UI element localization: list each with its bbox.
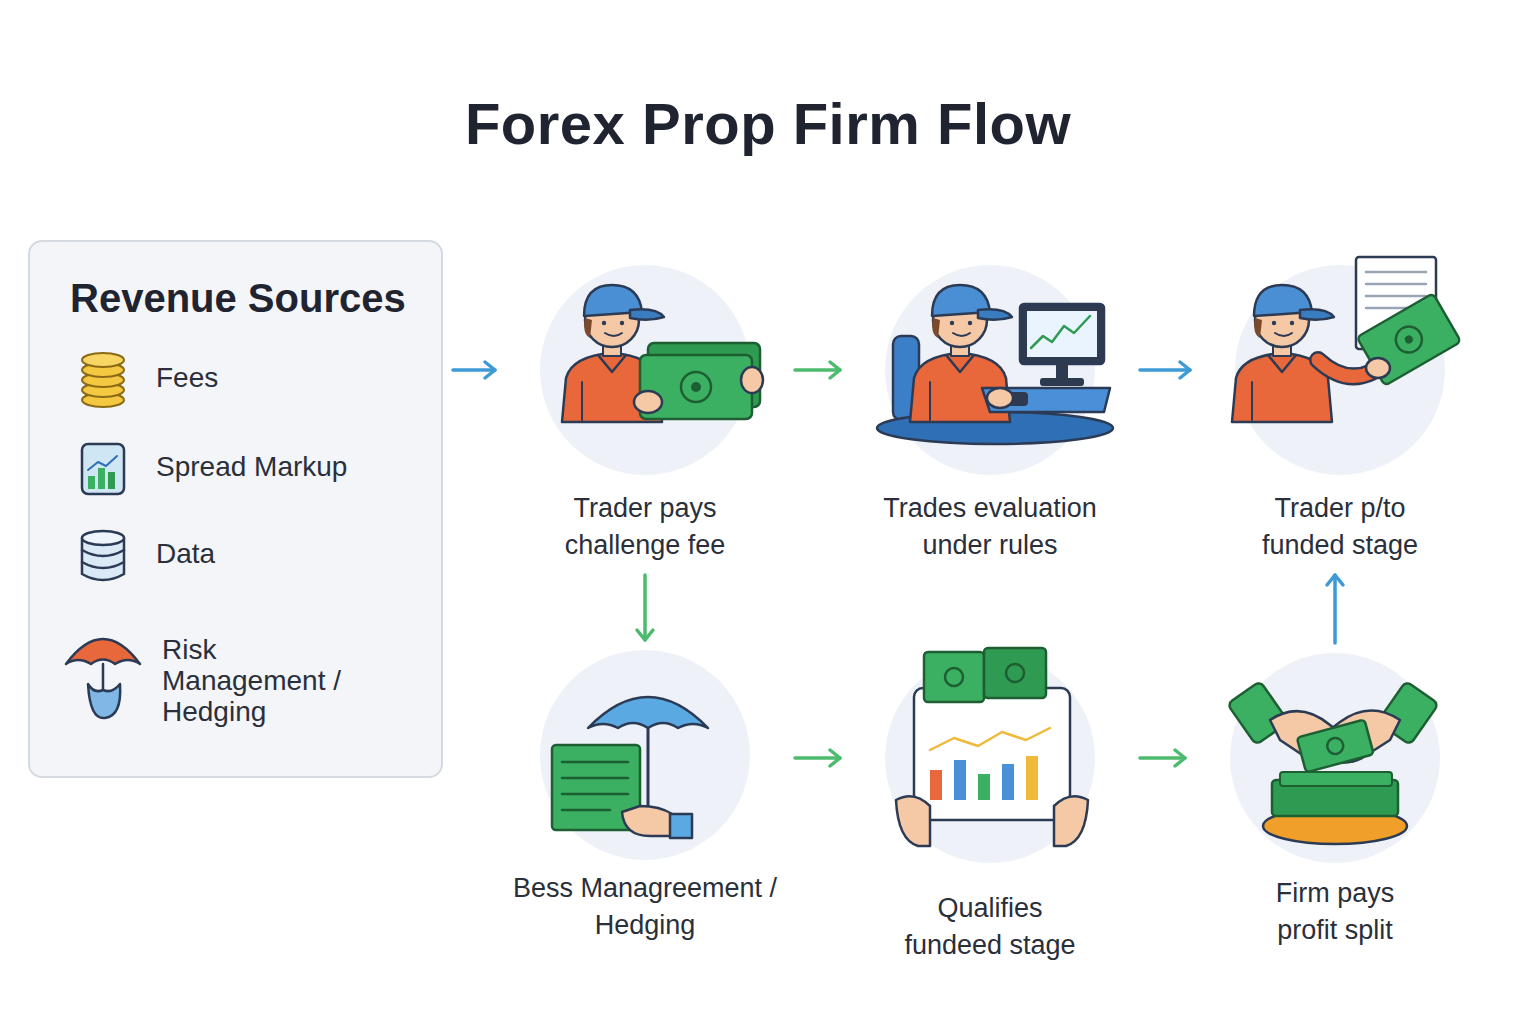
step-label: Bess Managreement / Hedging <box>505 870 785 944</box>
legend-text: Spread Markup <box>156 451 416 482</box>
panel-heading: Revenue Sources <box>70 274 440 322</box>
umbrella-icon <box>66 639 140 718</box>
step-node: Trader pays challenge fee <box>505 265 785 565</box>
flow-arrow <box>643 575 647 640</box>
trader-paying-illustration <box>562 285 763 422</box>
step-node: Bess Managreement / Hedging <box>505 650 785 950</box>
step-label: Trades evaluation under rules <box>865 490 1115 564</box>
step-label-group: Trades evaluation under rules <box>865 490 1115 564</box>
database-icon <box>82 531 124 580</box>
step-node: Firm pays profit split <box>1195 653 1475 953</box>
legend-text: Risk Management / Hedging <box>162 634 384 727</box>
handshake-money-illustration <box>1227 681 1438 844</box>
flow-arrow <box>1333 575 1337 643</box>
trader-desk-illustration <box>877 285 1113 444</box>
step-label: Firm pays profit split <box>1250 875 1420 949</box>
step-circle-shape <box>1235 265 1445 475</box>
step-label-group: Bess Managreement / Hedging <box>505 870 785 944</box>
step-label-group: Qualifies fundeed stage <box>895 890 1085 964</box>
legend-text: Data <box>156 538 416 569</box>
step-circle-shape <box>540 650 750 860</box>
step-label-group: Firm pays profit split <box>1250 875 1420 949</box>
flow-arrow <box>1140 756 1185 760</box>
step-label: Trader pays challenge fee <box>545 490 745 564</box>
step-circle-shape <box>885 265 1095 475</box>
step-label-group: Trader pays challenge fee <box>545 490 745 564</box>
jar-icon <box>82 444 124 494</box>
flow-arrow <box>1140 368 1190 372</box>
flow-arrow <box>453 368 495 372</box>
step-label-group: Trader p/to funded stage <box>1245 490 1435 564</box>
step-label: Qualifies fundeed stage <box>895 890 1085 964</box>
tablet-chart-illustration <box>896 648 1088 846</box>
step-circle <box>505 650 785 950</box>
step-node: Trades evaluation under rules <box>850 265 1130 565</box>
step-node: Trader p/to funded stage <box>1200 265 1480 565</box>
step-circle-shape <box>1230 653 1440 863</box>
flow-arrow <box>795 368 840 372</box>
diagram-title: Forex Prop Firm Flow <box>0 88 1536 160</box>
legend-text: Fees <box>156 362 416 393</box>
step-circle-shape <box>540 265 750 475</box>
step-label: Trader p/to funded stage <box>1245 490 1435 564</box>
trader-document-illustration <box>1232 257 1461 422</box>
step-circle-shape <box>885 653 1095 863</box>
flow-arrow <box>795 756 840 760</box>
step-node: Qualifies fundeed stage <box>850 653 1130 953</box>
coins-icon <box>82 353 124 407</box>
umbrella-card-illustration <box>552 697 708 838</box>
